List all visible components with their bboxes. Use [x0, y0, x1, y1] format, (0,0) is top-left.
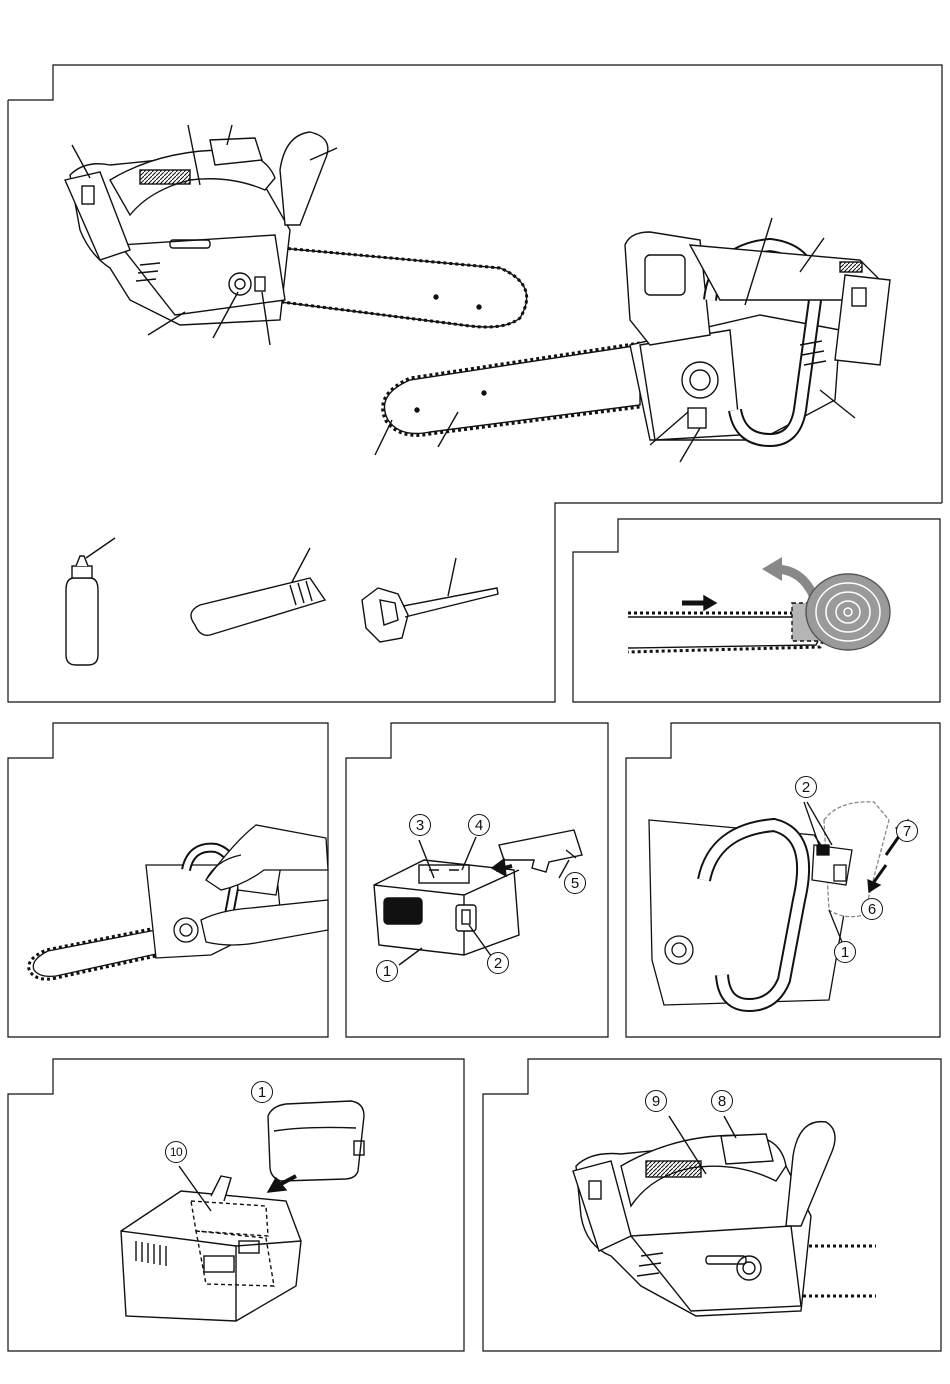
callout-6: 6 [861, 898, 883, 920]
callout-1: 1 [376, 960, 398, 982]
callout-2: 2 [795, 776, 817, 798]
figure-panel-battery: 3 4 5 1 2 [344, 720, 612, 1040]
figure-panel-battery-removal: 2 7 6 1 [624, 720, 944, 1040]
callout-5: 5 [564, 872, 586, 894]
callout-7: 7 [896, 820, 918, 842]
figure-panel-holding [6, 720, 332, 1040]
callout-2: 2 [487, 952, 509, 974]
kickback-diagram [570, 517, 945, 705]
figure-panel-kickback [570, 517, 945, 705]
holding-chainsaw-illustration [6, 720, 332, 1040]
callout-9: 9 [645, 1090, 667, 1112]
callout-10: 10 [165, 1141, 187, 1163]
battery-removal-illustration [624, 720, 944, 1040]
callout-4: 4 [468, 814, 490, 836]
accessories [0, 0, 560, 700]
callout-8: 8 [711, 1090, 733, 1112]
figure-panel-charging: 1 10 [6, 1056, 468, 1354]
guide-bar-cover-icon [191, 548, 325, 635]
oil-bottle-icon [66, 538, 115, 665]
log-icon [806, 574, 890, 650]
charger-illustration [6, 1056, 468, 1354]
box-spanner-icon [362, 558, 498, 642]
figure-panel-handle: 9 8 [481, 1056, 945, 1354]
callout-3: 3 [409, 814, 431, 836]
callout-1: 1 [251, 1081, 273, 1103]
callout-1: 1 [834, 941, 856, 963]
